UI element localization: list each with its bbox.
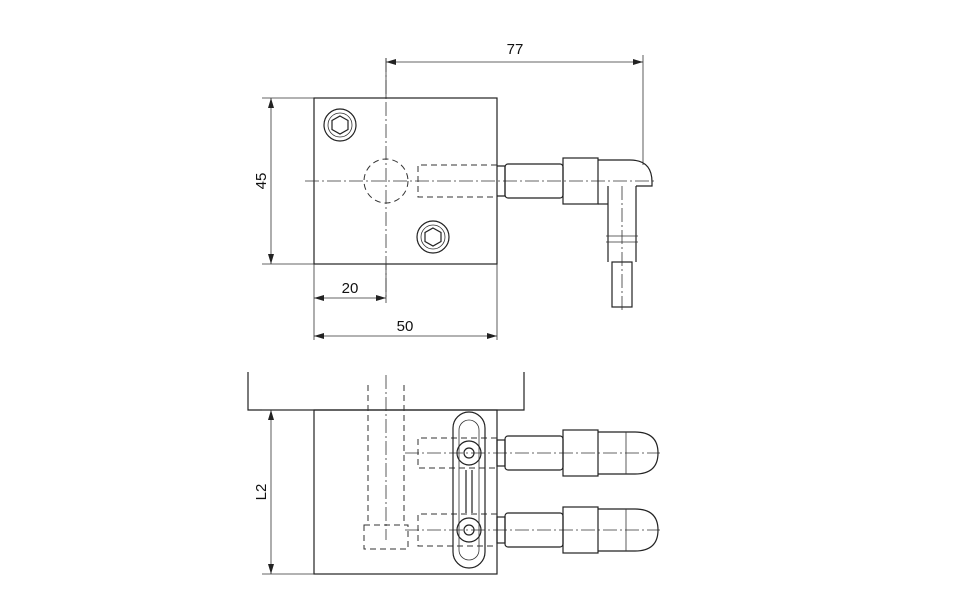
- dim-width: 50: [314, 264, 498, 340]
- side-block-outline: [313, 409, 498, 575]
- dim-side-height: L2: [253, 409, 314, 575]
- dim-offset-label: 20: [342, 280, 359, 297]
- dim-overall-length: 77: [385, 41, 644, 165]
- connector-top: [497, 157, 653, 312]
- dim-side-height-label: L2: [253, 484, 270, 501]
- dim-height-label: 45: [253, 173, 270, 190]
- connector-side-upper: [496, 429, 659, 477]
- side-view: L2: [247, 372, 660, 575]
- dim-overall-length-label: 77: [507, 41, 524, 58]
- dim-width-label: 50: [397, 318, 414, 335]
- connector-side-lower: [496, 506, 659, 554]
- top-view: 77 45 20 50: [253, 41, 655, 340]
- slotted-plate: [452, 411, 486, 569]
- dim-offset: 20: [313, 264, 387, 340]
- dim-height: 45: [253, 97, 314, 265]
- screw-top-left-icon: [323, 108, 357, 142]
- hidden-bore-side: [363, 375, 409, 550]
- screw-bottom-icon: [416, 220, 450, 254]
